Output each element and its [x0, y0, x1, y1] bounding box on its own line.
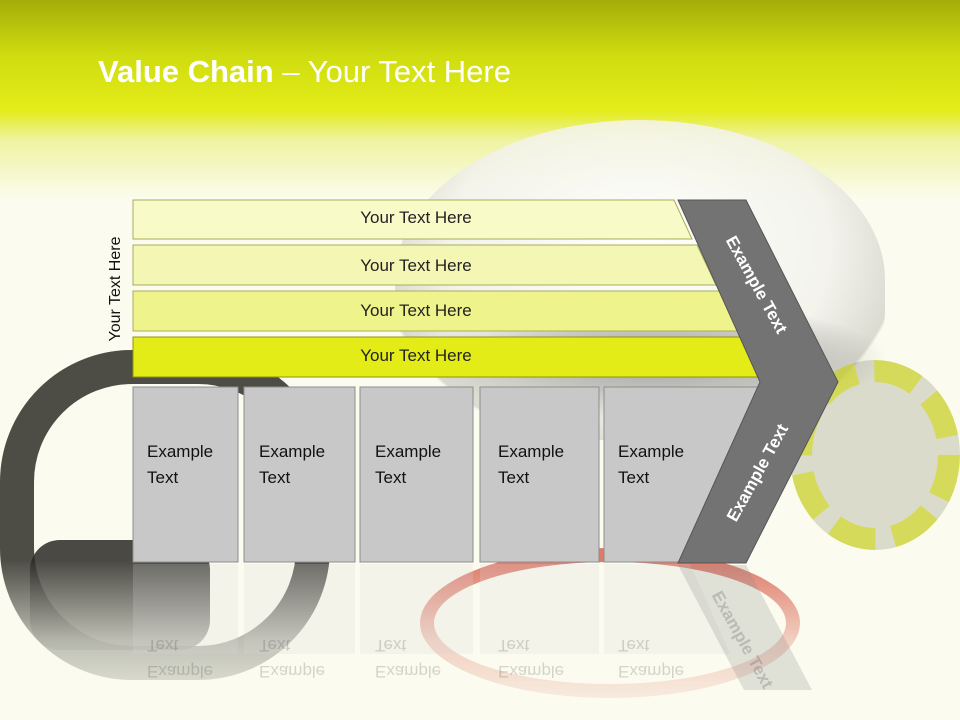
bar-label-2: Your Text Here	[360, 256, 472, 275]
activity-box-3	[359, 386, 474, 563]
box-label-1-line2: Text	[147, 468, 179, 487]
box-label-reflection-2: Example Text	[259, 632, 325, 684]
slide-title: Value Chain – Your Text Here	[98, 54, 511, 90]
side-label: Your Text Here	[107, 236, 124, 342]
box-label-reflection-4: Example Text	[498, 632, 564, 684]
box-label-reflection-5: Example Text	[618, 632, 684, 684]
box-reflection-2	[244, 564, 355, 654]
title-rest: – Your Text Here	[273, 54, 511, 89]
bar-label-4: Your Text Here	[360, 346, 472, 365]
box-reflection-5	[604, 564, 730, 654]
bar-1	[132, 199, 693, 240]
box-label-5-line2: Text	[618, 468, 650, 487]
box-label-reflection-5-line2: Text	[618, 636, 650, 655]
box-label-reflection-2-line2: Text	[259, 636, 291, 655]
box-label-reflection-1-line1: Example	[147, 662, 214, 681]
box-label-reflection-3: Example Text	[375, 632, 441, 684]
box-label-reflection-1: Example Text	[147, 632, 213, 684]
title-bold: Value Chain	[98, 54, 274, 89]
box-reflections	[133, 564, 730, 654]
box-label-reflection-1-line2: Text	[147, 636, 179, 655]
box-label-reflection-5-line1: Example	[618, 662, 685, 681]
activity-box-2	[243, 386, 356, 563]
box-label-3-line1: Example	[375, 442, 442, 461]
bar-label-1: Your Text Here	[360, 208, 472, 227]
activity-box-4	[479, 386, 600, 563]
box-label-3-line2: Text	[375, 468, 407, 487]
box-label-reflection-4-line2: Text	[498, 636, 530, 655]
arrow-reflection	[678, 565, 812, 690]
box-label-4-line1: Example	[498, 442, 565, 461]
box-label-reflection-4-line1: Example	[498, 662, 565, 681]
box-reflection-4	[480, 564, 599, 654]
box-label-reflection-2-line1: Example	[259, 662, 326, 681]
box-label-reflection-3-line2: Text	[375, 636, 407, 655]
box-label-4-line2: Text	[498, 468, 530, 487]
box-label-2-line1: Example	[259, 442, 326, 461]
box-label-5-line1: Example	[618, 442, 685, 461]
box-label-1-line1: Example	[147, 442, 214, 461]
box-label-2-line2: Text	[259, 468, 291, 487]
reflection-fade	[0, 560, 960, 720]
value-chain-arrow	[677, 199, 839, 564]
activity-box-1	[132, 386, 239, 563]
box-reflection-1	[133, 564, 238, 654]
box-label-reflection-3-line1: Example	[375, 662, 442, 681]
box-reflection-3	[360, 564, 473, 654]
bar-label-3: Your Text Here	[360, 301, 472, 320]
